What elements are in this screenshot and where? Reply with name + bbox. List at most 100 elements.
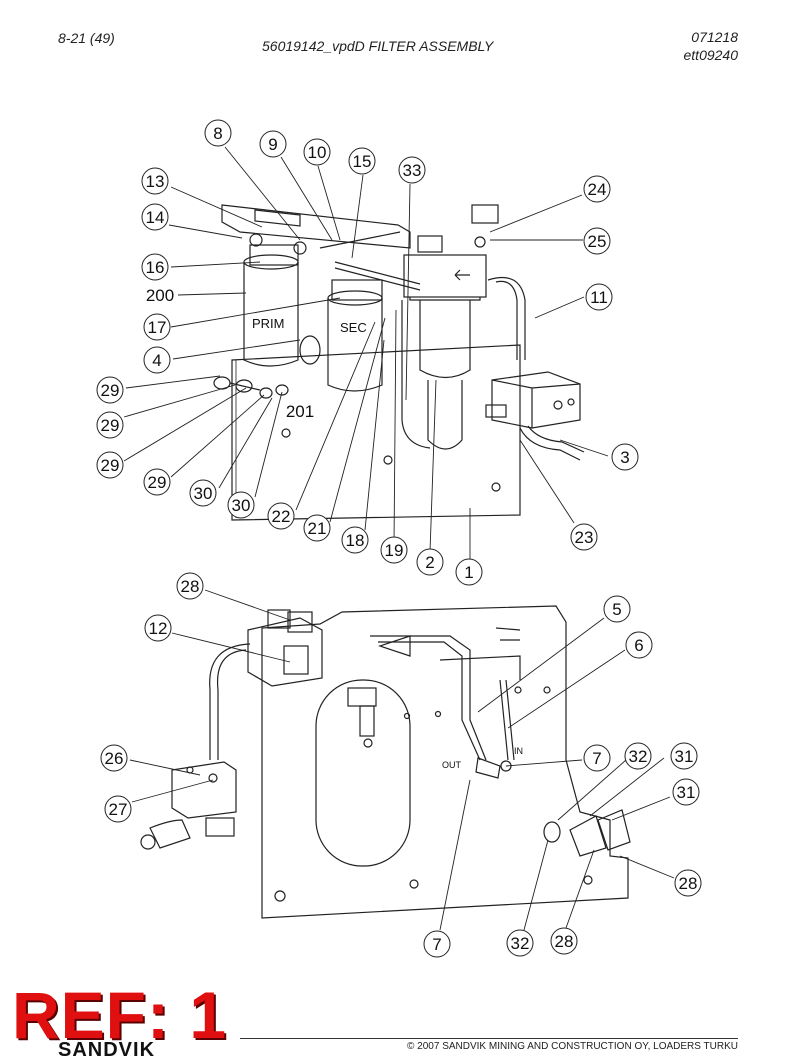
callout-9: 9: [259, 130, 287, 158]
callout-27: 27: [104, 795, 132, 823]
callout-31: 31: [672, 778, 700, 806]
callout-29: 29: [96, 376, 124, 404]
svg-text:33: 33: [403, 161, 422, 180]
callout-15: 15: [348, 147, 376, 175]
ref-stamp: REF: 1: [12, 978, 228, 1052]
svg-text:3: 3: [620, 448, 629, 467]
callout-201: 201: [286, 402, 314, 421]
callout-30: 30: [189, 479, 217, 507]
svg-text:32: 32: [629, 747, 648, 766]
document-date: 071218: [691, 29, 738, 45]
callout-29: 29: [96, 451, 124, 479]
svg-text:28: 28: [555, 932, 574, 951]
svg-text:24: 24: [588, 180, 607, 199]
document-code: ett09240: [683, 47, 739, 63]
svg-text:26: 26: [105, 749, 124, 768]
svg-text:201: 201: [286, 402, 314, 421]
svg-text:11: 11: [590, 288, 608, 307]
svg-text:29: 29: [101, 416, 120, 435]
top-bracket: [221, 204, 411, 249]
svg-text:22: 22: [272, 507, 291, 526]
callout-33: 33: [398, 156, 426, 184]
callout-8: 8: [204, 119, 232, 147]
right-fittings: [543, 809, 631, 857]
lower-left-block: [140, 761, 237, 850]
callout-31: 31: [670, 742, 698, 770]
callout-10: 10: [303, 138, 331, 166]
callout-28: 28: [674, 869, 702, 897]
svg-text:23: 23: [575, 528, 594, 547]
svg-text:7: 7: [432, 935, 441, 954]
callout-17: 17: [143, 313, 171, 341]
primary-filter: [243, 233, 307, 367]
mounting-plate: [231, 344, 521, 521]
svg-text:29: 29: [148, 473, 167, 492]
svg-text:29: 29: [101, 381, 120, 400]
out-label: OUT: [442, 760, 462, 770]
svg-text:30: 30: [194, 484, 213, 503]
svg-text:7: 7: [592, 749, 601, 768]
callout-21: 21: [303, 514, 331, 542]
page-number: 8-21 (49): [58, 30, 115, 46]
svg-text:32: 32: [511, 934, 530, 953]
callout-11: 11: [585, 283, 613, 311]
upper-leaders: [123, 146, 609, 560]
valve-block: [485, 371, 585, 461]
callout-1: 1: [455, 558, 483, 586]
callout-7: 7: [423, 930, 451, 958]
svg-text:31: 31: [675, 747, 694, 766]
svg-text:21: 21: [308, 519, 327, 538]
svg-text:28: 28: [679, 874, 698, 893]
main-filter-bowl: [403, 235, 487, 450]
svg-text:12: 12: [149, 619, 168, 638]
callout-29: 29: [143, 468, 171, 496]
callout-16: 16: [141, 253, 169, 281]
callout-22: 22: [267, 502, 295, 530]
lower-plate: [261, 605, 629, 919]
callout-23: 23: [570, 523, 598, 551]
svg-text:25: 25: [588, 232, 607, 251]
callout-7: 7: [583, 744, 611, 772]
callout-3: 3: [611, 443, 639, 471]
svg-text:17: 17: [148, 318, 167, 337]
callout-18: 18: [341, 526, 369, 554]
svg-text:200: 200: [146, 286, 174, 305]
in-label: IN: [514, 746, 523, 756]
svg-text:5: 5: [612, 600, 621, 619]
callout-32: 32: [624, 742, 652, 770]
svg-text:8: 8: [213, 124, 222, 143]
sandvik-logo: SANDVIK: [58, 1039, 156, 1061]
svg-text:6: 6: [634, 636, 643, 655]
svg-text:15: 15: [353, 152, 372, 171]
svg-text:29: 29: [101, 456, 120, 475]
left-fittings: [213, 376, 289, 399]
plate-cutout: [315, 679, 411, 867]
svg-text:28: 28: [181, 577, 200, 596]
secondary-filter: [327, 279, 383, 392]
callout-13: 13: [141, 167, 169, 195]
callout-2: 2: [416, 548, 444, 576]
callout-28: 28: [176, 572, 204, 600]
lower-leaders: [129, 589, 675, 931]
svg-text:2: 2: [425, 553, 434, 572]
copyright-notice: © 2007 SANDVIK MINING AND CONSTRUCTION O…: [407, 1041, 738, 1052]
lower-assembly: [140, 605, 631, 919]
sec-label: SEC: [340, 320, 367, 335]
upper-assembly: PRIM SEC: [213, 204, 585, 521]
prim-label: PRIM: [252, 316, 285, 331]
callout-5: 5: [603, 595, 631, 623]
svg-text:1: 1: [464, 563, 473, 582]
svg-text:19: 19: [385, 541, 404, 560]
callout-12: 12: [144, 614, 172, 642]
svg-text:18: 18: [346, 531, 365, 550]
callout-4: 4: [143, 346, 171, 374]
svg-text:14: 14: [146, 208, 165, 227]
svg-text:10: 10: [308, 143, 327, 162]
top-valve: [247, 609, 323, 687]
svg-text:30: 30: [232, 496, 251, 515]
callout-29: 29: [96, 411, 124, 439]
svg-text:27: 27: [109, 800, 128, 819]
svg-text:4: 4: [152, 351, 161, 370]
